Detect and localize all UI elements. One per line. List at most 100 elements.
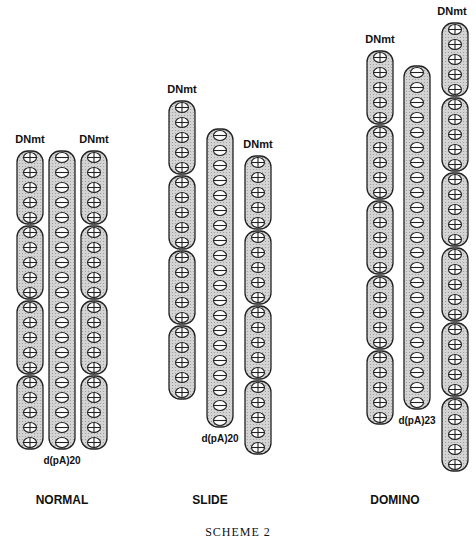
minus-charge bbox=[411, 353, 424, 363]
charge-bar bbox=[454, 40, 455, 50]
minus-charge bbox=[214, 371, 227, 381]
charge-bar bbox=[214, 375, 227, 376]
plus-charge bbox=[252, 188, 265, 198]
charge-bar bbox=[379, 263, 380, 273]
charge-bar bbox=[214, 360, 227, 361]
charge-bar bbox=[56, 337, 69, 338]
charge-bar bbox=[454, 220, 455, 230]
plus-charge bbox=[176, 313, 189, 323]
plus-charge bbox=[88, 198, 101, 208]
plus-charge bbox=[374, 233, 387, 243]
charge-bar bbox=[214, 225, 227, 226]
minus-charge bbox=[411, 308, 424, 318]
dnmt-segment bbox=[81, 226, 107, 299]
minus-charge bbox=[214, 416, 227, 426]
charge-bar bbox=[93, 168, 94, 178]
charge-bar bbox=[181, 343, 182, 353]
charge-bar bbox=[454, 280, 455, 290]
minus-charge bbox=[56, 423, 69, 433]
plus-charge bbox=[176, 373, 189, 383]
plus-charge bbox=[252, 158, 265, 168]
charge-bar bbox=[214, 165, 227, 166]
charge-bar bbox=[29, 183, 30, 193]
polya-strand bbox=[404, 66, 430, 409]
plus-charge bbox=[449, 85, 462, 95]
plus-charge bbox=[88, 228, 101, 238]
plus-charge bbox=[24, 378, 37, 388]
charge-bar bbox=[379, 233, 380, 243]
plus-charge bbox=[374, 218, 387, 228]
charge-bar bbox=[257, 428, 258, 438]
charge-bar bbox=[29, 333, 30, 343]
charge-bar bbox=[454, 400, 455, 410]
minus-charge bbox=[411, 203, 424, 213]
charge-bar bbox=[56, 412, 69, 413]
charge-bar bbox=[411, 72, 424, 73]
plus-charge bbox=[176, 328, 189, 338]
plus-charge bbox=[449, 400, 462, 410]
minus-charge bbox=[56, 378, 69, 388]
charge-bar bbox=[56, 202, 69, 203]
strand-label: d(pA)20 bbox=[43, 455, 80, 466]
minus-charge bbox=[214, 131, 227, 141]
charge-bar bbox=[56, 427, 69, 428]
dnmt-segment bbox=[367, 51, 393, 124]
plus-charge bbox=[176, 238, 189, 248]
plus-charge bbox=[88, 438, 101, 448]
plus-charge bbox=[88, 288, 101, 298]
charge-bar bbox=[257, 248, 258, 258]
plus-charge bbox=[449, 370, 462, 380]
charge-bar bbox=[29, 153, 30, 163]
plus-charge bbox=[24, 318, 37, 328]
charge-bar bbox=[257, 173, 258, 183]
minus-charge bbox=[56, 213, 69, 223]
charge-bar bbox=[379, 98, 380, 108]
dnmt-segment bbox=[442, 23, 468, 96]
plus-charge bbox=[449, 25, 462, 35]
charge-bar bbox=[454, 265, 455, 275]
plus-charge bbox=[24, 273, 37, 283]
charge-bar bbox=[56, 277, 69, 278]
minus-charge bbox=[411, 368, 424, 378]
plus-charge bbox=[24, 168, 37, 178]
plus-charge bbox=[176, 133, 189, 143]
plus-charge bbox=[449, 130, 462, 140]
charge-bar bbox=[93, 153, 94, 163]
charge-bar bbox=[93, 213, 94, 223]
plus-charge bbox=[24, 183, 37, 193]
plus-charge bbox=[374, 248, 387, 258]
plus-charge bbox=[374, 308, 387, 318]
plus-charge bbox=[374, 293, 387, 303]
charge-bar bbox=[411, 327, 424, 328]
charge-bar bbox=[411, 177, 424, 178]
plus-charge bbox=[449, 415, 462, 425]
plus-charge bbox=[24, 213, 37, 223]
plus-charge bbox=[88, 318, 101, 328]
charge-bar bbox=[411, 237, 424, 238]
charge-bar bbox=[257, 398, 258, 408]
charge-bar bbox=[93, 348, 94, 358]
plus-charge bbox=[252, 323, 265, 333]
plus-charge bbox=[24, 333, 37, 343]
plus-charge bbox=[449, 385, 462, 395]
charge-bar bbox=[454, 250, 455, 260]
charge-bar bbox=[454, 70, 455, 80]
charge-bar bbox=[214, 405, 227, 406]
plus-charge bbox=[88, 393, 101, 403]
plus-charge bbox=[449, 205, 462, 215]
charge-bar bbox=[181, 193, 182, 203]
plus-charge bbox=[176, 193, 189, 203]
charge-bar bbox=[29, 168, 30, 178]
plus-charge bbox=[176, 298, 189, 308]
charge-bar bbox=[454, 175, 455, 185]
charge-bar bbox=[181, 163, 182, 173]
plus-charge bbox=[24, 348, 37, 358]
charge-bar bbox=[56, 217, 69, 218]
charge-bar bbox=[29, 423, 30, 433]
charge-bar bbox=[379, 68, 380, 78]
charge-bar bbox=[257, 278, 258, 288]
strand-label: d(pA)23 bbox=[398, 415, 435, 426]
dnmt-segment bbox=[367, 201, 393, 274]
plus-charge bbox=[374, 353, 387, 363]
dnmt-segment bbox=[169, 176, 195, 249]
